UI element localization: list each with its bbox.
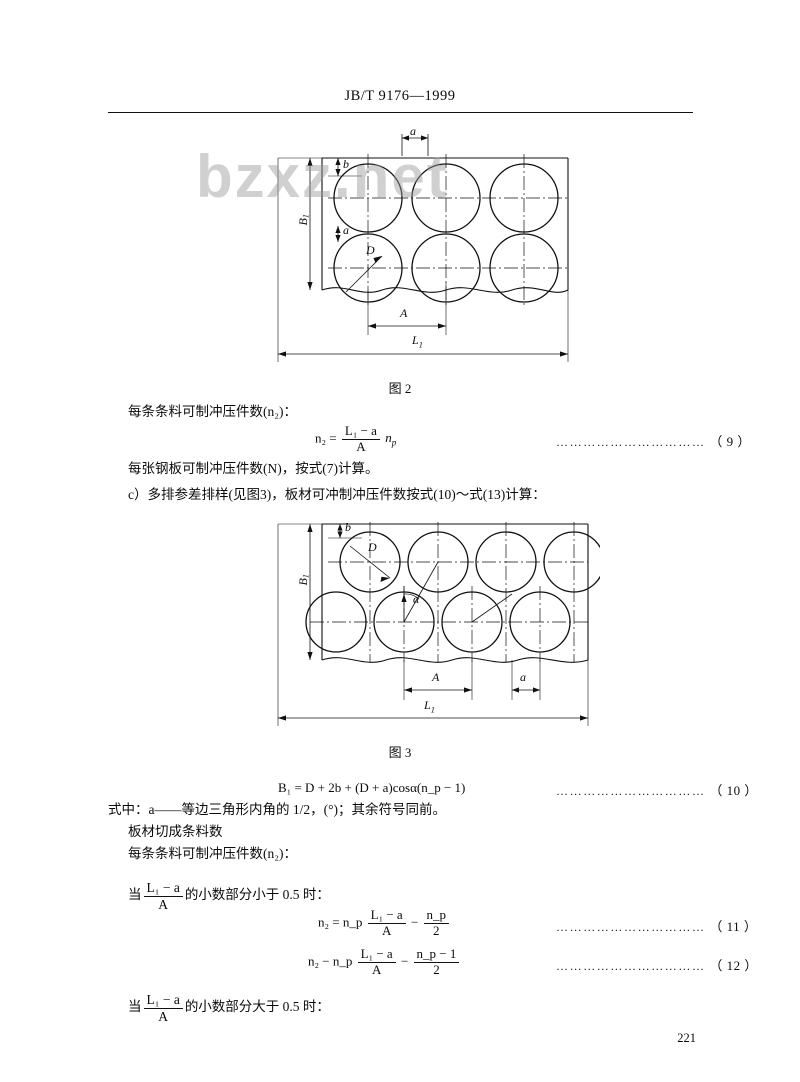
page-number: 221: [677, 1031, 696, 1045]
eq9-tail: np: [385, 430, 397, 449]
equation-10-number: …………………………… （ 10 ）: [556, 783, 758, 798]
page-header-title: JB/T 9176—1999: [344, 88, 456, 104]
fig2-label-B1: B1: [296, 214, 311, 226]
equation-9: n₂ = L₁ − a A np: [315, 423, 397, 455]
condition-lt-tail: 的小数部分小于 0.5 时：: [184, 887, 330, 903]
eq11-fraction-1: L₁ − a A: [367, 907, 406, 939]
figure-2-drawing: [277, 134, 569, 362]
fig2-label-D: D: [366, 243, 375, 257]
figure-2: a b a B1 D A L1: [250, 124, 580, 380]
paragraph-symbol-definition: 式中：a——等边三角形内角的 1/2，(°)；其余符号同前。: [108, 802, 447, 817]
fig2-label-a-mid: a: [343, 223, 349, 237]
figure-2-caption: 图 2: [388, 381, 412, 396]
eq9-lhs: n₂ =: [315, 430, 337, 446]
fig3-label-alpha: α: [413, 592, 420, 606]
fig2-label-A: A: [400, 306, 408, 320]
equation-11: n₂ = n_p L₁ − a A − n_p 2: [318, 907, 451, 939]
equation-10: B₁ = D + 2b + (D + a)cosα(n_p − 1): [278, 780, 466, 795]
fig2-label-b: b: [343, 157, 349, 171]
figure-3-caption: 图 3: [388, 745, 412, 760]
fig3-label-a: a: [520, 670, 526, 684]
eq9-fraction: L₁ − a A: [341, 423, 380, 455]
fig3-label-b: b: [345, 520, 351, 534]
eq12-lhs: n₂ − n_p: [308, 953, 353, 969]
eq12-fraction-2: n_p − 1 2: [413, 946, 460, 978]
condition-lt-head: 当: [128, 887, 142, 903]
fig2-label-L1: L1: [412, 333, 423, 350]
paragraph-n2-strip-2: 每条条料可制冲压件数(n₂)：: [128, 846, 297, 861]
eq11-fraction-2: n_p 2: [423, 907, 450, 939]
fig3-label-A: A: [432, 670, 440, 684]
figure-3-drawing: [277, 522, 600, 726]
equation-11-number: …………………………… （ 11 ）: [556, 919, 758, 934]
fig3-label-B1: B1: [296, 574, 311, 586]
paragraph-strip-count: 板材切成条料数: [128, 824, 223, 839]
eq12-fraction-1: L₁ − a A: [357, 946, 396, 978]
eq11-minus: −: [410, 914, 419, 930]
equation-9-number: …………………………… （ 9 ）: [556, 434, 751, 449]
equation-12: n₂ − n_p L₁ − a A − n_p − 1 2: [308, 946, 461, 978]
fig3-label-D: D: [368, 540, 377, 554]
eq11-lhs: n₂ = n_p: [318, 914, 363, 930]
figure-3: b D B1 α A a L1: [250, 512, 600, 742]
paragraph-N-formula: 每张钢板可制冲压件数(N)，按式(7)计算。: [128, 461, 379, 476]
header-divider: [108, 112, 693, 113]
fig2-label-a-top: a: [410, 124, 416, 138]
paragraph-n2-strip: 每条条料可制冲压件数(n₂)：: [128, 404, 297, 419]
fig3-label-L1: L1: [424, 698, 435, 715]
paragraph-c-item: c）多排参差排样(见图3)，板材可冲制冲压件数按式(10)～式(13)计算：: [128, 487, 546, 502]
condition-gt-tail: 的小数部分大于 0.5 时：: [184, 999, 330, 1015]
condition-gt-head: 当: [128, 999, 142, 1015]
equation-12-number: …………………………… （ 12 ）: [556, 958, 758, 973]
eq12-minus: −: [400, 953, 409, 969]
